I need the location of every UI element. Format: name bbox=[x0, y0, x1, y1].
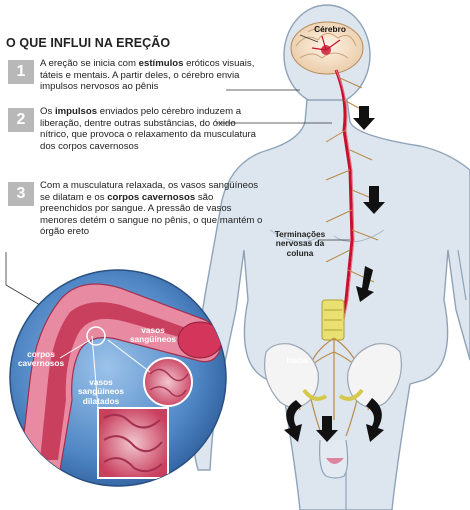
step-number: 3 bbox=[8, 182, 34, 206]
step-text: Os impulsos enviados pelo cérebro induze… bbox=[40, 106, 256, 152]
label-vasos-sanguineos: vasos sangüíneos bbox=[129, 325, 177, 345]
label-bacia: bacia bbox=[286, 355, 308, 365]
step-1: 1 A ereção se inicia com estímulos eróti… bbox=[6, 58, 266, 93]
pointer-lines bbox=[5, 34, 350, 306]
flow-arrows bbox=[284, 106, 385, 442]
step-number: 1 bbox=[8, 60, 34, 84]
step-number: 2 bbox=[8, 108, 34, 132]
inset-detail bbox=[9, 269, 227, 487]
step-text: Com a musculatura relaxada, os vasos san… bbox=[40, 180, 263, 238]
step-3: 3 Com a musculatura relaxada, os vasos s… bbox=[6, 180, 266, 238]
label-corpos-cavernosos: corpos cavernosos bbox=[17, 349, 65, 369]
step-text: A ereção se inicia com estímulos erótico… bbox=[40, 58, 255, 93]
spinal-nerves bbox=[297, 69, 379, 437]
step-2: 2 Os impulsos enviados pelo cérebro indu… bbox=[6, 106, 266, 152]
label-vasos-dilatados: vasos sangüíneos dilatados bbox=[77, 377, 125, 406]
page-title: O QUE INFLUI NA EREÇÃO bbox=[6, 36, 171, 50]
label-cerebro: Cérebro bbox=[314, 24, 346, 34]
pelvis bbox=[264, 343, 402, 479]
label-terminacoes: Terminações nervosas da coluna bbox=[274, 229, 326, 258]
